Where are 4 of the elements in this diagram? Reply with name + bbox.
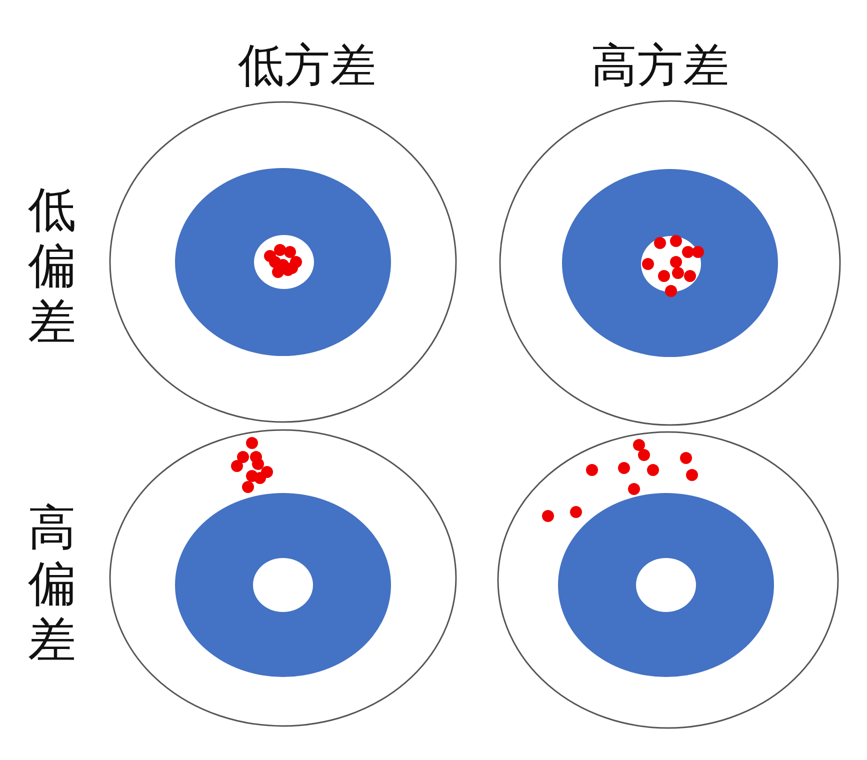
column-header: 低方差 bbox=[238, 42, 376, 88]
row-header: 低偏差 bbox=[27, 182, 77, 350]
column-header: 高方差 bbox=[591, 42, 729, 88]
row-header: 高偏差 bbox=[27, 500, 77, 668]
